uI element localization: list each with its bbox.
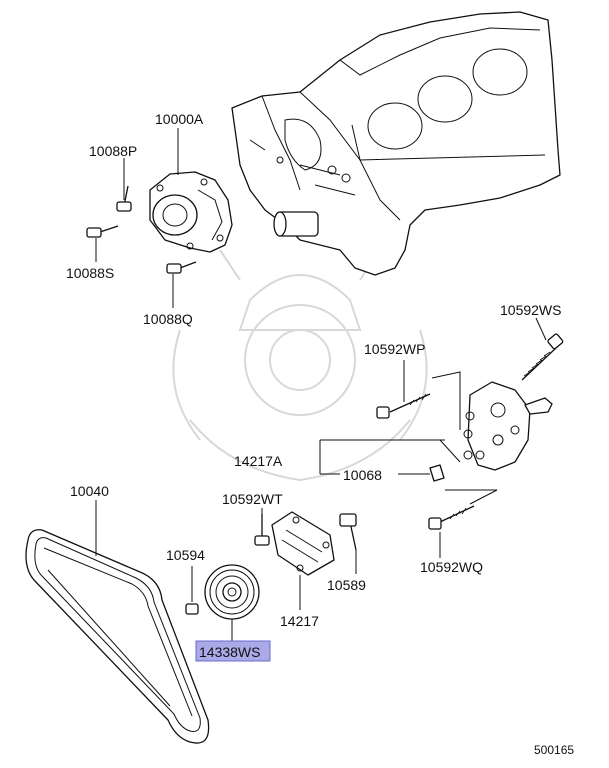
nut-10594 bbox=[185, 603, 199, 615]
label-10592WT[interactable]: 10592WT bbox=[222, 491, 283, 507]
bolt-10592WP bbox=[376, 393, 431, 419]
label-14217A[interactable]: 14217A bbox=[234, 453, 283, 469]
label-10040[interactable]: 10040 bbox=[70, 483, 109, 499]
idler-pulley bbox=[204, 564, 260, 620]
bolt-10088P bbox=[116, 185, 132, 212]
label-10000A[interactable]: 10000A bbox=[155, 111, 204, 127]
drive-belt bbox=[25, 529, 210, 744]
bolt-10592WS bbox=[521, 333, 564, 381]
watermark-emblem bbox=[172, 249, 428, 482]
label-10068[interactable]: 10068 bbox=[343, 467, 382, 483]
bolt-10592WQ bbox=[428, 505, 475, 530]
clip-10068 bbox=[429, 464, 445, 482]
label-14217[interactable]: 14217 bbox=[280, 613, 319, 629]
engine-block bbox=[231, 11, 561, 276]
label-10088S[interactable]: 10088S bbox=[66, 265, 114, 281]
label-10594[interactable]: 10594 bbox=[166, 547, 205, 563]
water-pump bbox=[149, 171, 233, 253]
bolt-10592WT bbox=[254, 514, 270, 546]
bolt-10589 bbox=[339, 513, 357, 551]
label-10589[interactable]: 10589 bbox=[327, 577, 366, 593]
label-10088Q[interactable]: 10088Q bbox=[143, 311, 193, 327]
tensioner-bracket bbox=[463, 381, 553, 471]
label-10088P[interactable]: 10088P bbox=[89, 143, 137, 159]
label-10592WQ[interactable]: 10592WQ bbox=[420, 559, 483, 575]
idler-bracket-14217 bbox=[271, 511, 335, 576]
bolt-10088S bbox=[86, 225, 119, 238]
label-10592WP[interactable]: 10592WP bbox=[364, 341, 425, 357]
bolt-10088Q bbox=[166, 261, 197, 274]
figure-number: 500165 bbox=[534, 743, 574, 757]
label-10592WS[interactable]: 10592WS bbox=[500, 302, 561, 318]
highlight-14338WS bbox=[195, 640, 271, 662]
label-14338WS[interactable]: 14338WS bbox=[199, 644, 260, 660]
